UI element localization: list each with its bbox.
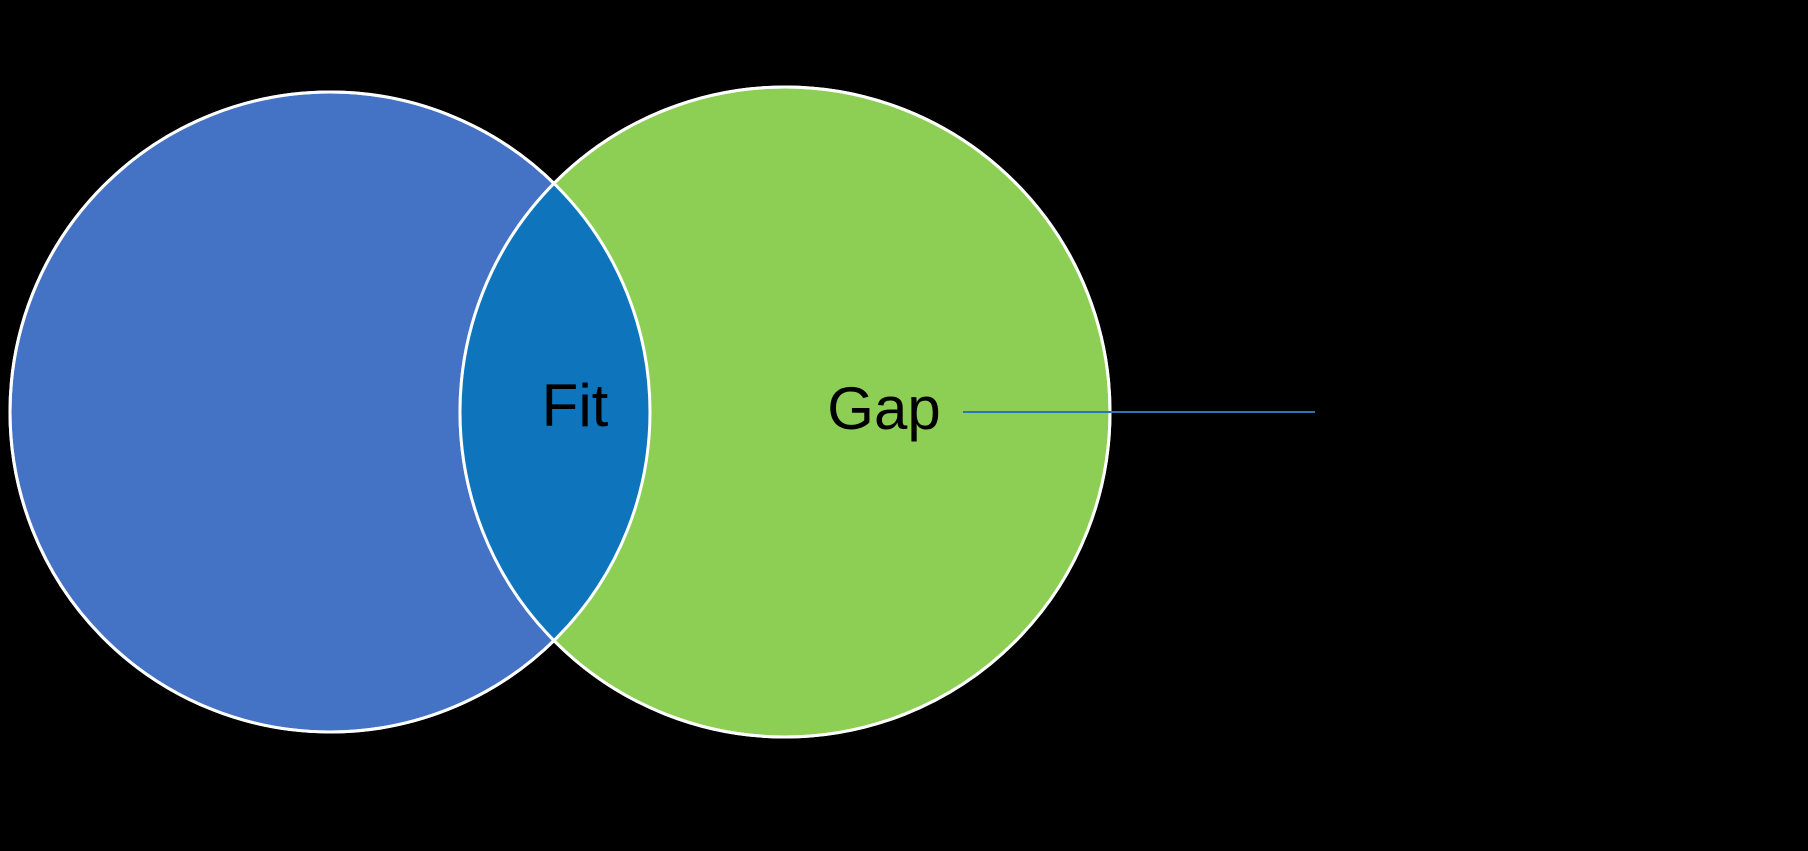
right-circle-label-gap: Gap [827, 375, 940, 442]
intersection-label-fit: Fit [542, 372, 609, 439]
left-circle-outline [8, 90, 652, 734]
